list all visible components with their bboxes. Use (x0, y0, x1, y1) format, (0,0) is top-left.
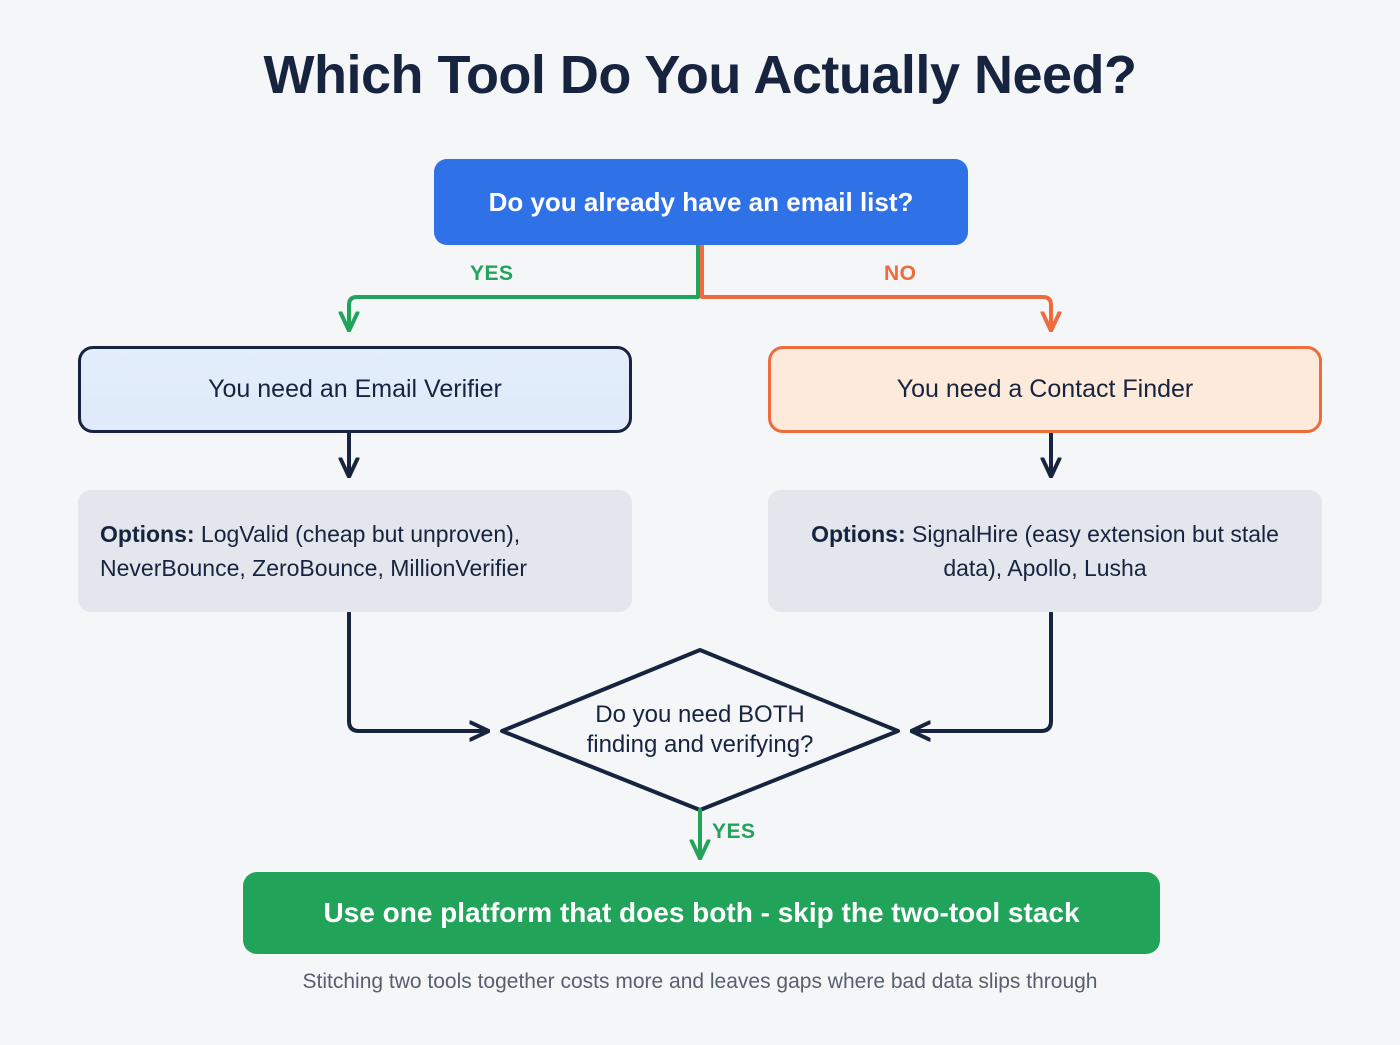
edge-start-to-verifier (349, 244, 700, 330)
node-email-verifier[interactable]: You need an Email Verifier (78, 346, 632, 433)
edge-label-yes-left: YES (470, 262, 514, 285)
options-left-prefix: Options: (100, 520, 195, 547)
node-email-verifier-label: You need an Email Verifier (208, 375, 502, 403)
node-contact-finder-label: You need a Contact Finder (896, 375, 1194, 403)
edge-options-left-to-diamond (347, 611, 488, 731)
decision-line-1: Do you need BOTH (595, 701, 805, 728)
edge-label-no-right: NO (884, 262, 917, 285)
options-right-text: SignalHire (easy extension but stale dat… (905, 520, 1279, 582)
node-contact-finder[interactable]: You need a Contact Finder (768, 346, 1322, 433)
node-decision-both[interactable]: Do you need BOTH finding and verifying? (500, 648, 900, 812)
node-final-recommendation[interactable]: Use one platform that does both - skip t… (243, 872, 1160, 954)
footer-caption: Stitching two tools together costs more … (302, 970, 1098, 993)
decision-line-2: finding and verifying? (586, 731, 814, 758)
node-start-label: Do you already have an email list? (488, 186, 914, 217)
node-options-verifier: Options: LogValid (cheap but unproven), … (78, 490, 632, 612)
node-final-label: Use one platform that does both - skip t… (323, 897, 1080, 928)
options-left-text: LogValid (cheap but unproven), NeverBoun… (100, 520, 527, 582)
page-title: Which Tool Do You Actually Need? (263, 45, 1137, 105)
node-options-finder: Options: SignalHire (easy extension but … (768, 490, 1322, 612)
edge-start-to-finder (700, 244, 1051, 330)
options-right-prefix: Options: (811, 520, 906, 547)
edge-label-yes-bottom: YES (712, 820, 756, 843)
node-start-question[interactable]: Do you already have an email list? (434, 159, 968, 245)
edge-options-right-to-diamond (912, 611, 1053, 731)
